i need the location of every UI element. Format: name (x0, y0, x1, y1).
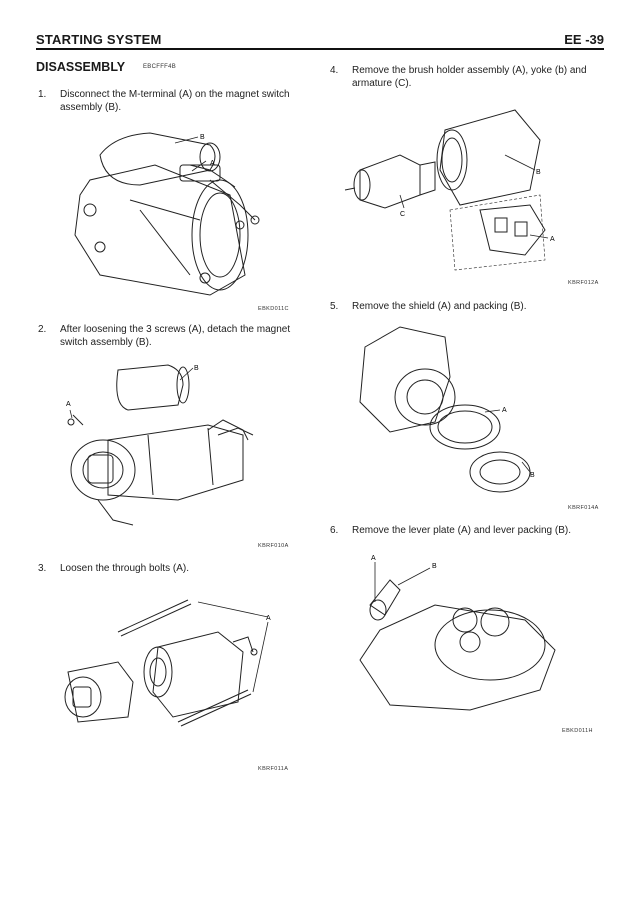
label-B: B (194, 365, 199, 372)
figure-code: KBRF014A (568, 505, 599, 511)
figure-magnet-switch-removal: B A (66, 364, 254, 526)
step-2: 2. After loosening the 3 screws (A), det… (38, 323, 318, 353)
label-B: B (530, 472, 535, 479)
step-text: Remove the shield (A) and packing (B). (352, 301, 527, 312)
step-5: 5. Remove the shield (A) and packing (B)… (330, 300, 605, 316)
step-number: 3. (38, 563, 47, 574)
figure-through-bolts: A (64, 599, 271, 727)
step-1: 1. Disconnect the M-terminal (A) on the … (38, 88, 318, 118)
figure-code: EBKD011H (562, 728, 593, 734)
step-number: 6. (330, 525, 339, 536)
step-text: Remove the lever plate (A) and lever pac… (352, 525, 571, 536)
label-C: C (400, 211, 405, 218)
step-4: 4. Remove the brush holder assembly (A),… (330, 64, 605, 94)
step-text: After loosening the 3 screws (A), detach… (60, 324, 291, 348)
step-6: 6. Remove the lever plate (A) and lever … (330, 524, 605, 540)
label-B: B (432, 563, 437, 570)
step-text: Disconnect the M-terminal (A) on the mag… (60, 89, 290, 113)
page-number: EE -39 (564, 32, 604, 47)
label-B: B (536, 169, 541, 176)
section-code: EBCFFF4B (143, 64, 177, 70)
figure-code: KBRF010A (258, 543, 289, 549)
step-3: 3. Loosen the through bolts (A). (38, 562, 318, 578)
figure-starter-magnet-switch: B A (74, 132, 260, 296)
page-header-title: STARTING SYSTEM (36, 32, 162, 47)
label-A: A (550, 236, 555, 243)
step-number: 2. (38, 324, 47, 335)
step-text: Remove the brush holder assembly (A), yo… (352, 65, 587, 89)
label-A: A (502, 407, 507, 414)
label-A: A (210, 160, 215, 167)
label-A: A (66, 401, 71, 408)
step-number: 5. (330, 301, 339, 312)
figure-shield-packing: A B (359, 326, 535, 493)
step-text: Loosen the through bolts (A). (60, 563, 189, 574)
figure-brush-holder-yoke-armature: B C A (344, 109, 555, 271)
step-number: 1. (38, 89, 47, 100)
figure-code: KBRF011A (258, 766, 289, 772)
step-number: 4. (330, 65, 339, 76)
figure-code: KBRF012A (568, 280, 599, 286)
label-A: A (371, 555, 376, 562)
label-A: A (266, 615, 271, 622)
header-rule (36, 48, 604, 50)
figure-code: EBKD011C (258, 306, 289, 312)
figure-lever-plate-packing: A B (359, 555, 556, 711)
label-B: B (200, 134, 205, 141)
section-title: DISASSEMBLY (36, 60, 126, 74)
